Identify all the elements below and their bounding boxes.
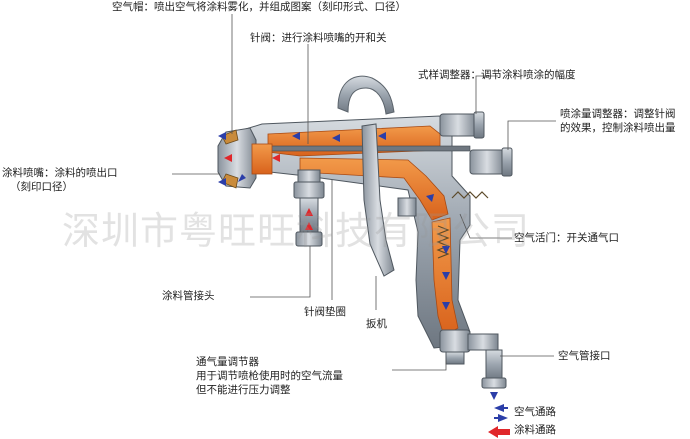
- legend-fluid-arrow: [488, 426, 510, 438]
- leader-lines: [172, 14, 556, 371]
- air-flow-regulator: [439, 329, 471, 353]
- label-air-cap: 空气帽：喷出空气将涂料雾化，并组成图案（刻印形式、口径）: [112, 1, 406, 13]
- label-fluid-adjuster-line2: 的效果，控制涂料喷出量: [560, 122, 676, 134]
- fluid-adjuster-knob: [469, 149, 505, 175]
- label-fluid-inlet: 涂料管接头: [162, 290, 215, 302]
- label-air-flow-adj-line2: 用于调节喷枪使用时的空气流量: [196, 370, 343, 382]
- label-pattern-adjuster: 式样调整器：调节涂料喷涂的幅度: [418, 69, 576, 81]
- legend-air-arrow: [494, 404, 508, 422]
- label-air-valve: 空气活门：开关通气口: [514, 232, 619, 244]
- label-needle-valve: 针阀：进行涂料喷嘴的开和关: [250, 32, 387, 44]
- label-trigger: 扳机: [366, 318, 387, 330]
- label-air-inlet: 空气管接口: [558, 350, 611, 362]
- pattern-adjuster-knob: [439, 113, 477, 137]
- legend-air-label: 空气通路: [514, 406, 556, 418]
- label-needle-packing: 针阀垫圈: [304, 306, 346, 318]
- air-cap-horn-bottom: [221, 173, 239, 189]
- cutaway-middle: [299, 157, 449, 221]
- air-inlet-fitting: [467, 333, 499, 351]
- fluid-flow-arrows: [224, 154, 313, 230]
- label-fluid-nozzle-line2: （刻印口径）: [10, 181, 73, 193]
- air-cap-horn-top: [221, 129, 239, 145]
- fluid-nozzle: [251, 143, 273, 175]
- label-fluid-adjuster-line1: 喷涂量调整器：调整针阀: [560, 108, 676, 120]
- legend-fluid-label: 涂料通路: [514, 424, 556, 436]
- hanger-hook: [337, 75, 395, 115]
- label-fluid-nozzle-line1: 涂料喷嘴：涂料的喷出口: [2, 167, 118, 179]
- rear-spring: [451, 191, 489, 199]
- air-valve-nut: [397, 197, 417, 217]
- trigger-lever: [361, 123, 395, 277]
- valve-spring: [436, 225, 450, 259]
- label-air-flow-adj-line3: 但不能进行压力调整: [196, 384, 291, 396]
- label-air-flow-adj-line1: 通气量调节器: [196, 356, 259, 368]
- air-flow-arrows: [218, 132, 498, 400]
- company-watermark: 深圳市粤旺旺科技有限公司: [62, 209, 531, 253]
- fluid-inlet-fitting: [297, 169, 321, 183]
